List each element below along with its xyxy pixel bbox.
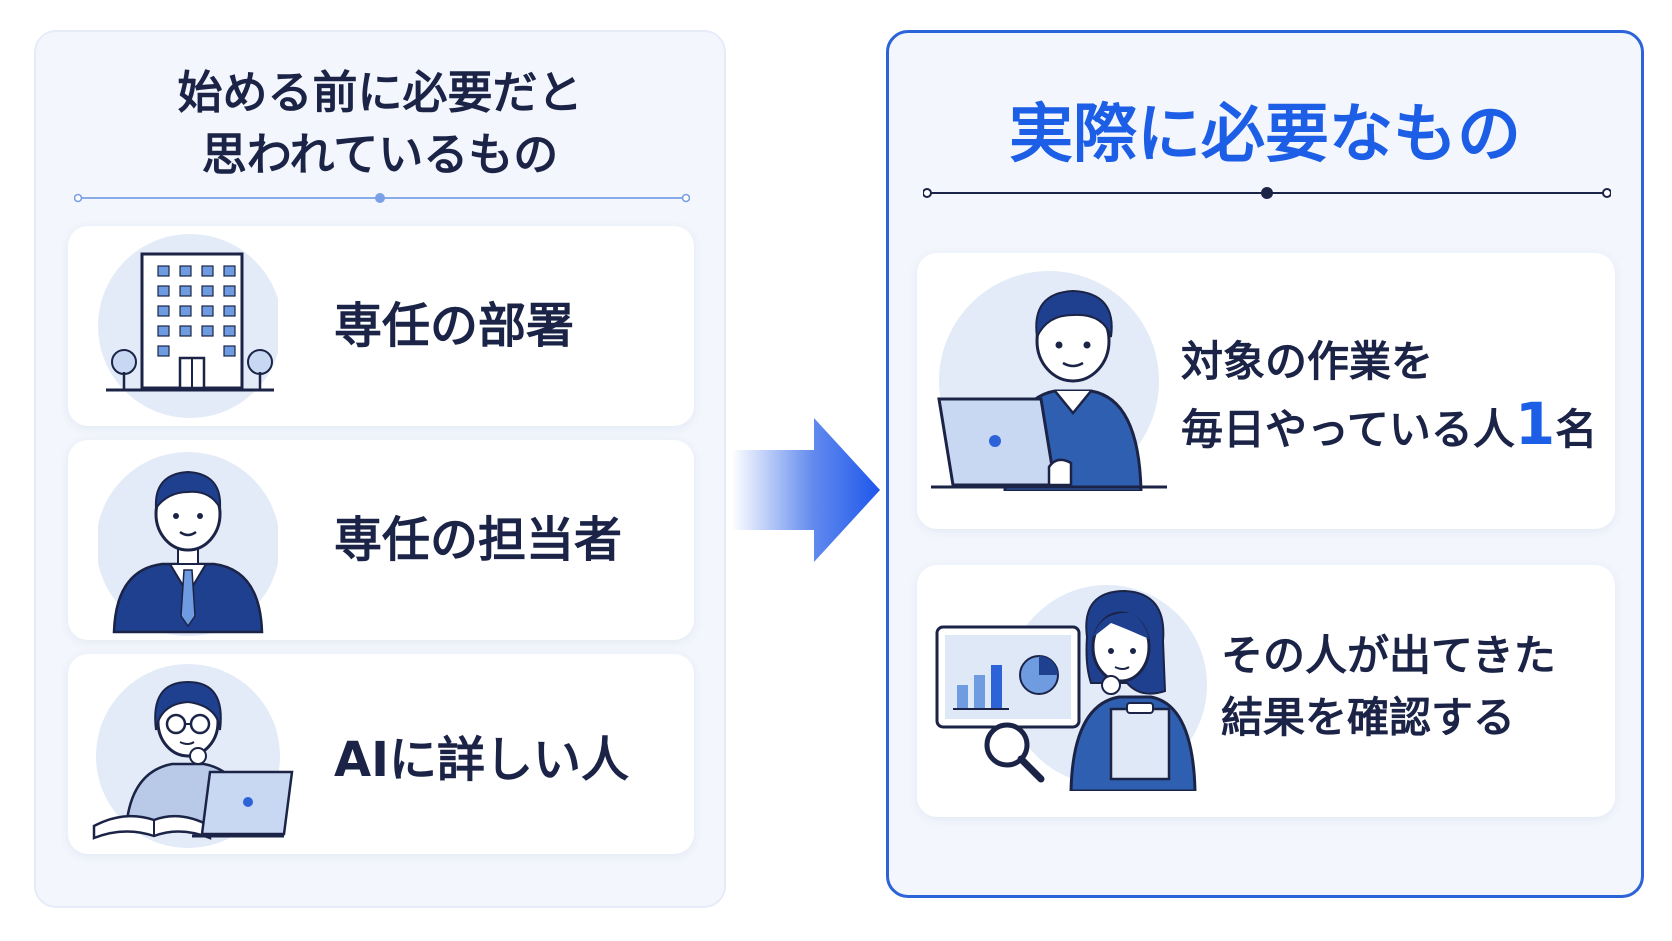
daily-worker-line2: 毎日やっている人1名 [1181,393,1597,461]
right-title-divider [923,187,1611,199]
right-panel-title: 実際に必要なもの [1009,98,1521,172]
result-reviewer-line2: 結果を確認する [1221,693,1516,742]
label-daily-worker: 対象の作業を 毎日やっている人1名 [1181,331,1597,461]
card-ai-expert: AIに詳しい人 [68,654,694,854]
label-ai-expert: AIに詳しい人 [334,732,630,788]
daily-worker-line1: 対象の作業を [1181,337,1434,386]
reviewer-with-chart-icon [935,585,1207,791]
result-reviewer-line1: その人が出てきた [1221,631,1556,680]
left-panel: 始める前に必要だと 思われているもの 専任の部 [34,30,726,908]
left-panel-title: 始める前に必要だと 思われているもの [36,62,724,186]
businessman-icon [98,452,278,636]
label-dedicated-department: 専任の部署 [334,298,575,354]
left-title-line1: 始める前に必要だと [177,66,583,119]
card-dedicated-department: 専任の部署 [68,226,694,426]
card-dedicated-person: 専任の担当者 [68,440,694,640]
card-result-reviewer: その人が出てきた 結果を確認する [917,565,1615,817]
label-dedicated-person: 専任の担当者 [334,512,623,568]
worker-with-laptop-icon [931,271,1167,491]
label-result-reviewer: その人が出てきた 結果を確認する [1221,625,1556,749]
daily-worker-line2-suffix: 名 [1555,405,1598,454]
left-title-line2: 思われているもの [201,128,559,181]
card-daily-worker: 対象の作業を 毎日やっている人1名 [917,253,1615,529]
daily-worker-count: 1 [1514,390,1556,458]
daily-worker-line2-prefix: 毎日やっている人 [1181,405,1515,454]
left-title-divider [74,193,690,203]
right-panel: 実際に必要なもの 対象の作業を 毎日やっている人1名 [886,30,1644,898]
ai-expert-icon [92,664,294,848]
right-arrow-icon [732,418,880,562]
office-building-icon [98,234,278,418]
